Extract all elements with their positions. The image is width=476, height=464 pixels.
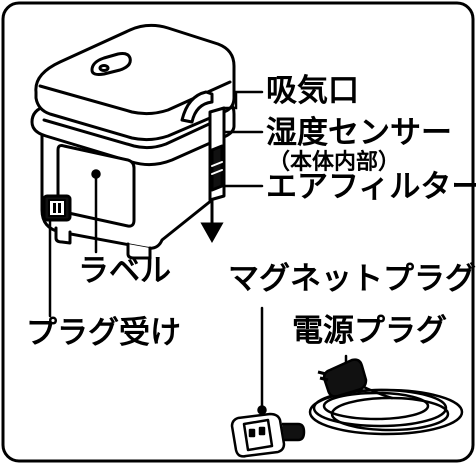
label-humidity-sensor: 湿度センサー: [266, 115, 452, 151]
ac-plug: [317, 358, 368, 398]
label-air-filter: エアフィルター: [266, 169, 476, 205]
label-magnet-plug: マグネットプラグ: [228, 261, 476, 297]
label-plug-socket: プラグ受け: [26, 315, 181, 351]
label-label-sticker: ラベル: [78, 253, 171, 289]
label-power-plug: 電源プラグ: [292, 313, 447, 349]
power-cord: [260, 378, 464, 436]
label-intake: 吸気口: [266, 73, 359, 109]
label-humidity-sensor-note: （本体内部）: [268, 150, 401, 175]
magnet-plug: [230, 412, 306, 458]
appliance-body: [30, 23, 236, 260]
filter-arrow: [200, 200, 224, 244]
